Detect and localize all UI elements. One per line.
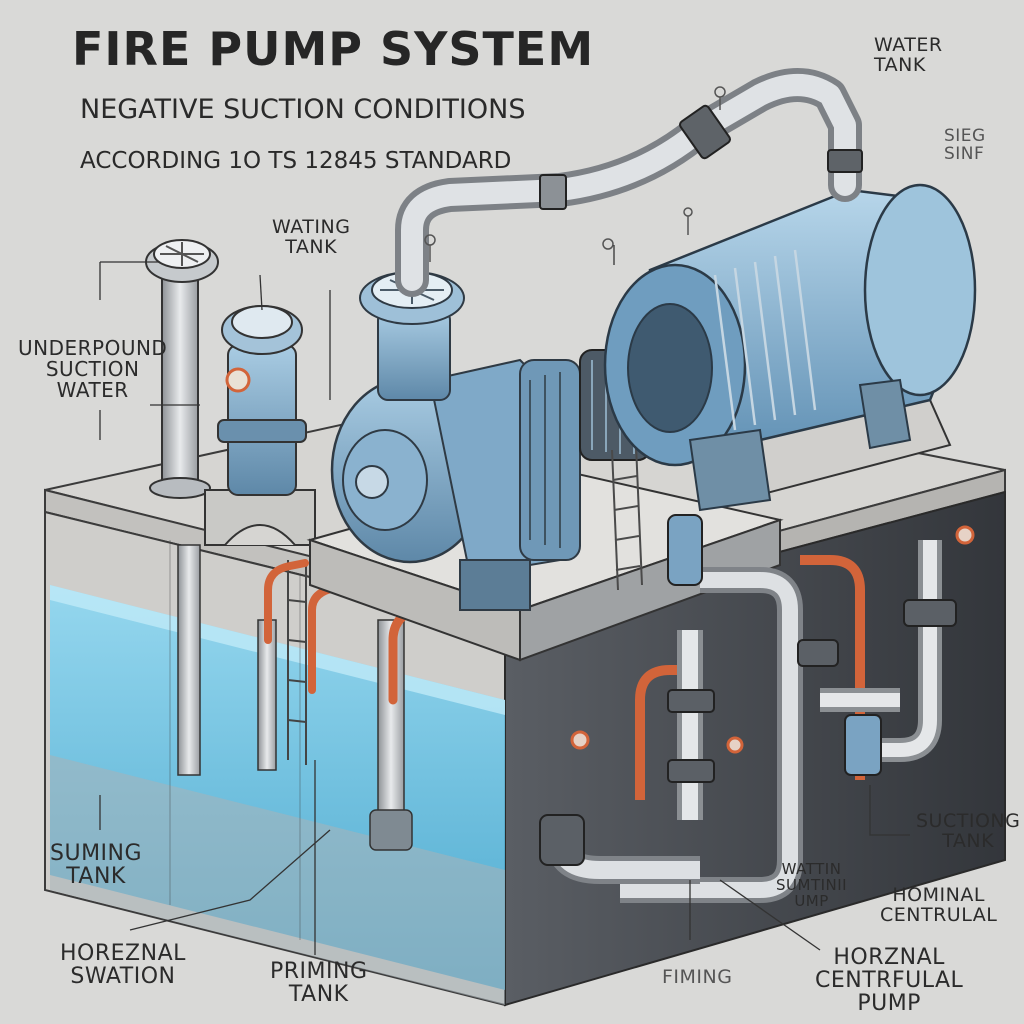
discharge-pipe [395, 68, 863, 297]
standard-note: ACCORDING 1O TS 12845 STANDARD [80, 148, 512, 174]
leader-lines [99, 245, 910, 955]
suction-column [145, 239, 219, 499]
piping-network [539, 514, 975, 903]
priming-unit [204, 305, 316, 546]
label-wating-tank: WATING TANK [272, 216, 351, 258]
label-horizontal-centrifugal-pump: HORZNAL CENTRFULAL PUMP [815, 945, 964, 1017]
label-wattin-pump: WATTIN SUMTINII UMP [776, 860, 848, 910]
label-hominal-centrulal: HOMINAL CENTRULAL [880, 884, 998, 926]
label-priming-tank: PRIMING TANK [270, 959, 368, 1008]
label-water-tank: WATER TANK [874, 34, 943, 76]
suction-pipes [177, 544, 445, 851]
page-title: FIRE PUMP SYSTEM [72, 22, 595, 76]
label-suming-tank: SUMING TANK [50, 841, 143, 890]
label-horeznal-swation: HOREZNAL SWATION [60, 941, 186, 990]
label-underground-suction: UNDERPOUND SUCTION WATER [18, 336, 168, 402]
label-suctiong-tank: SUCTIONG TANK [916, 810, 1021, 852]
gauge-icons [424, 86, 726, 262]
label-fiming: FIMING [662, 966, 733, 988]
subtitle: NEGATIVE SUCTION CONDITIONS [80, 94, 526, 125]
label-side-note: SIEG SINF [944, 126, 986, 164]
electric-motor [603, 183, 977, 512]
